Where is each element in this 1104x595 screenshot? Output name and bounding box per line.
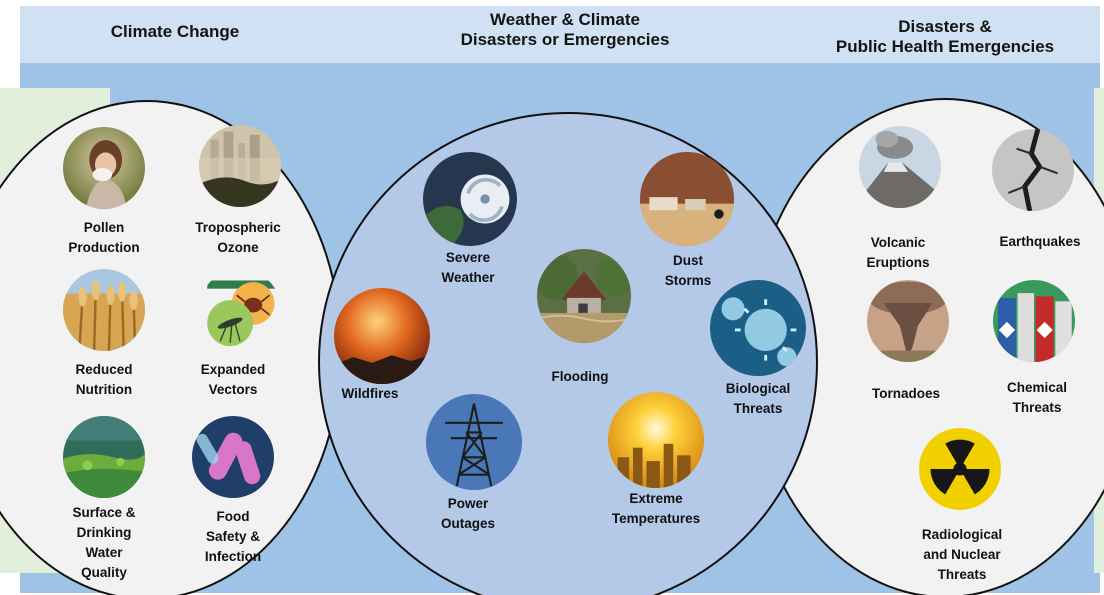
topic-label-line: Severe <box>445 250 491 265</box>
topic-label-line: and Nuclear <box>923 547 1001 562</box>
topic-label-line: Infection <box>204 549 262 564</box>
header-line: Public Health Emergencies <box>835 37 1055 56</box>
topic-label-line: Eruptions <box>866 255 930 270</box>
volcano-icon <box>859 126 941 208</box>
header-line: Climate Change <box>110 22 240 41</box>
topic-label-line: Earthquakes <box>999 234 1081 249</box>
header-line: Weather & Climate <box>490 10 640 29</box>
bacteria-icon <box>192 416 274 498</box>
virus-icon <box>710 280 806 376</box>
header-weather-disasters: Weather & Climate Disasters or Emergenci… <box>425 10 705 50</box>
topic-label-line: Vectors <box>208 382 258 397</box>
mosquito-tick-icon <box>199 269 281 351</box>
topic-label-line: Extreme <box>629 491 683 506</box>
topic-label-line: Storms <box>664 273 712 288</box>
topic-label-line: Volcanic <box>870 235 926 250</box>
topic-label-line: Weather <box>441 270 495 285</box>
topic-label-line: Pollen <box>83 220 125 235</box>
topic-label-line: Chemical <box>1006 380 1068 395</box>
topic-label-line: Water <box>85 545 123 560</box>
topic-label-line: Tropospheric <box>195 220 281 235</box>
wildfire-icon <box>334 288 430 384</box>
power-tower-icon <box>426 394 522 490</box>
header-public-health: Disasters & Public Health Emergencies <box>805 17 1085 57</box>
topic-label: Wildfires <box>300 384 440 404</box>
header-band <box>20 6 1100 63</box>
topic-label-line: Production <box>68 240 140 255</box>
algae-water-icon <box>63 416 145 498</box>
header-climate-change: Climate Change <box>85 22 265 42</box>
topic-label-line: Surface & <box>72 505 136 520</box>
topic-label-line: Expanded <box>200 362 266 377</box>
topic-label-line: Biological <box>725 381 791 396</box>
header-line: Disasters or Emergencies <box>460 30 670 49</box>
topic-label-line: Tornadoes <box>871 386 940 401</box>
topic-label-line: Safety & <box>205 529 261 544</box>
topic-label-line: Dust <box>673 253 703 268</box>
topic-label: Flooding <box>510 367 650 387</box>
climate-change-circle <box>0 100 342 595</box>
topic-label-line: Ozone <box>217 240 259 255</box>
topic-label-line: Threats <box>1012 400 1062 415</box>
topic-label: Earthquakes <box>970 232 1104 252</box>
cracked-ground-icon <box>992 129 1074 211</box>
hurricane-icon <box>423 152 517 246</box>
topic-label-line: Food <box>216 509 250 524</box>
topic-label-line: Outages <box>440 516 495 531</box>
topic-label-line: Threats <box>937 567 987 582</box>
dust-storm-icon <box>640 152 734 246</box>
topic-label-line: Threats <box>733 401 783 416</box>
flooded-house-icon <box>537 249 631 343</box>
topic-label-line: Wildfires <box>341 386 399 401</box>
topic-label-line: Drinking <box>76 525 132 540</box>
topic-label-line: Temperatures <box>611 511 701 526</box>
radiation-symbol-icon <box>919 428 1001 510</box>
topic-label-line: Power <box>447 496 489 511</box>
topic-label-line: Reduced <box>75 362 133 377</box>
smog-skyline-icon <box>199 125 281 207</box>
tornado-icon <box>867 280 949 362</box>
topic-label-line: Nutrition <box>75 382 133 397</box>
topic-label-line: Flooding <box>551 369 609 384</box>
topic-label-line: Radiological <box>921 527 1003 542</box>
topic-label-line: Quality <box>81 565 127 580</box>
header-line: Disasters & <box>898 17 992 36</box>
heat-sun-icon <box>608 392 704 488</box>
chemical-bottles-icon <box>993 280 1075 362</box>
wheat-field-icon <box>63 269 145 351</box>
topic-label: Tornadoes <box>836 384 976 404</box>
sneezing-person-icon <box>63 127 145 209</box>
